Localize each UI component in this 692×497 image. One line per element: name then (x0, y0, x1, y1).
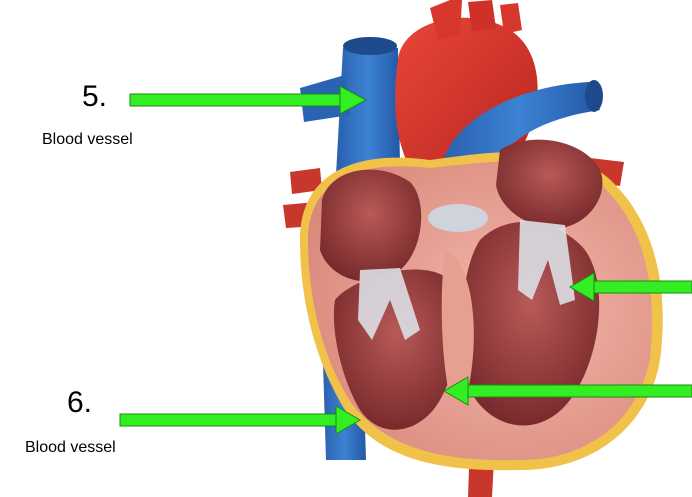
right-atrium (320, 169, 422, 282)
superior-vena-cava-opening (343, 37, 397, 55)
mitral-valve (518, 220, 575, 305)
interventricular-septum (441, 250, 474, 411)
pulmonary-opening (585, 80, 603, 112)
arrow-left-icon (569, 272, 692, 302)
label-number-6: 6. (67, 386, 93, 419)
label-caption-6: Blood vessel (25, 439, 116, 456)
aortic-branch-1 (430, 0, 462, 40)
aortic-branch-2 (468, 0, 496, 32)
aortic-branch-3 (500, 3, 522, 34)
arrow-right-icon (129, 85, 368, 115)
pulmonary-vein-left-1 (290, 168, 322, 194)
arrow-right-icon (119, 405, 361, 435)
tricuspid-valve (358, 268, 420, 340)
label-caption-5: Blood vessel (42, 131, 133, 148)
left-atrium (496, 139, 603, 229)
aortic-valve (428, 204, 488, 232)
label-number-5: 5. (82, 80, 108, 113)
superior-vena-cava (336, 48, 400, 175)
arrow-left-icon (443, 376, 692, 406)
